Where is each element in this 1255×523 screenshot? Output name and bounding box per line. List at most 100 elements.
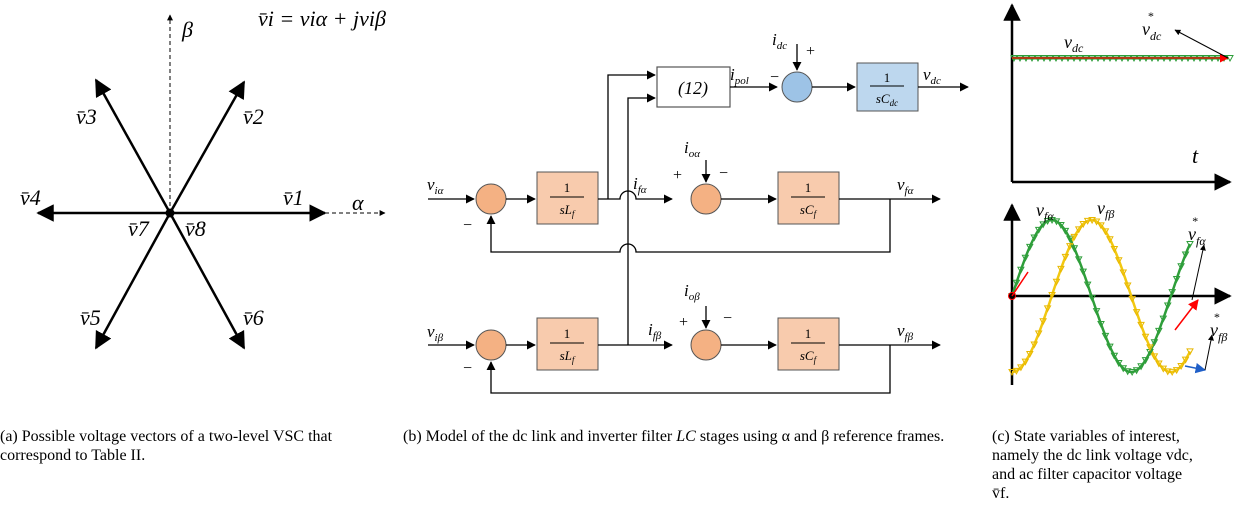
label-vibeta: viβ <box>427 322 444 344</box>
sum-junction-beta-1 <box>475 329 507 361</box>
trace-marker <box>1110 246 1119 254</box>
sign-minus-beta-2: − <box>723 310 732 327</box>
label-vfbeta-ref: vfβ* <box>1210 310 1227 344</box>
trace-marker <box>1168 289 1177 297</box>
trace-marker <box>1114 257 1123 265</box>
label-vfalpha: vfα <box>897 175 914 197</box>
label-vfbeta-trace: vfβ <box>1097 198 1114 221</box>
trace-marker <box>1083 217 1092 225</box>
trace-marker <box>1172 275 1181 283</box>
vector-label-v7: v̄7 <box>128 216 150 241</box>
vector-v2-arrow <box>168 80 246 214</box>
caption-c-line1: (c) State variables of interest, <box>992 428 1180 445</box>
trace-marker <box>1128 368 1136 376</box>
beta-axis-label: β <box>181 17 193 42</box>
trace-marker <box>1168 368 1177 376</box>
wire-beta-feedback <box>486 345 891 394</box>
label-ioalpha: ioα <box>684 138 700 160</box>
sum-junction-alpha-1 <box>475 183 507 215</box>
vector-label-v5: v̄5 <box>80 305 101 330</box>
trace-marker <box>1114 360 1123 368</box>
caption-b-part1: (b) Model of the dc link and inverter fi… <box>403 428 677 445</box>
trace-marker <box>1097 222 1105 230</box>
trace-marker <box>1079 268 1088 276</box>
trace-marker <box>1057 221 1065 230</box>
trace-marker <box>1066 235 1074 243</box>
vfbeta-ref-pointer <box>1204 334 1214 371</box>
sum-junction-alpha-2 <box>690 183 722 215</box>
trace-marker <box>1132 309 1141 317</box>
trace-marker <box>1132 367 1141 375</box>
tf-cf-beta-numerator: 1 <box>805 326 812 341</box>
caption-b-part2: stages using α and β reference frames. <box>695 428 945 445</box>
sign-minus-alpha-1: − <box>463 217 472 234</box>
sum-junction-dc <box>781 71 813 103</box>
trace-marker <box>1034 330 1043 338</box>
trace-marker <box>1030 234 1039 242</box>
trace-marker <box>1070 245 1079 253</box>
trace-marker <box>1070 233 1079 241</box>
vector-label-v4: v̄4 <box>20 185 41 210</box>
trace-marker <box>1177 362 1185 370</box>
trace-marker <box>1048 217 1056 225</box>
trace-marker <box>1025 243 1034 251</box>
caption-a: (a) Possible voltage vectors of a two-le… <box>0 428 333 464</box>
trace-marker <box>1043 305 1052 313</box>
vfalpha-ref-start <box>1011 271 1029 297</box>
trace-marker <box>1057 265 1065 273</box>
caption-c: (c) State variables of interest, namely … <box>992 427 1254 503</box>
caption-b-lc: LC <box>676 428 696 445</box>
sign-plus-beta: + <box>679 314 688 331</box>
trace-marker <box>1181 356 1190 364</box>
trace-marker <box>1061 253 1070 261</box>
trace-marker <box>1088 294 1096 302</box>
label-ifbeta: ifβ <box>648 320 662 342</box>
wire-alpha-feedback <box>486 199 891 253</box>
caption-c-line3: and ac filter capacitor voltage <box>992 466 1183 483</box>
trace-marker <box>1043 218 1052 226</box>
trace-marker <box>1021 254 1030 262</box>
tf-lf-beta-numerator: 1 <box>564 326 571 341</box>
trace-marker <box>1146 344 1154 352</box>
trace-marker <box>1012 279 1021 287</box>
trace-marker <box>1177 263 1185 271</box>
trace-marker <box>1137 321 1145 329</box>
trace-marker <box>1048 292 1056 300</box>
label-idc: idc <box>772 30 787 52</box>
trace-marker <box>1163 302 1172 310</box>
trace-marker <box>1155 360 1163 368</box>
label-ifalpha: ifα <box>633 174 647 196</box>
voltage-vector-equation: v̄i = viα + jviβ <box>258 6 386 31</box>
tf-cf-beta-denominator: sCf <box>800 348 818 365</box>
sign-plus-alpha: + <box>673 167 682 184</box>
trace-marker <box>1123 368 1132 376</box>
trace-marker <box>1092 218 1101 226</box>
vfbeta-trace <box>1012 218 1192 374</box>
block-12-label: (12) <box>678 78 708 99</box>
trace-marker <box>1039 318 1047 326</box>
trace-marker <box>1137 363 1145 371</box>
trace-marker <box>1017 364 1025 372</box>
label-iobeta: ioβ <box>684 281 700 303</box>
trace-marker <box>1101 332 1110 340</box>
vector-label-v1: v̄1 <box>283 185 304 210</box>
label-vdc-out: vdc <box>923 65 941 87</box>
alpha-axis-label: α <box>352 190 364 215</box>
label-vdc-trace: vdc <box>1064 32 1084 55</box>
trace-marker <box>1083 281 1092 289</box>
sign-minus-beta-1: − <box>463 360 472 377</box>
trace-marker <box>1074 226 1083 234</box>
vector-v5-arrow <box>94 212 172 350</box>
trace-marker <box>1181 251 1190 259</box>
trace-marker <box>1052 278 1061 286</box>
trace-marker <box>1163 368 1172 376</box>
trace-marker <box>1150 353 1159 361</box>
trace-marker <box>1150 339 1159 347</box>
trace-marker <box>1092 308 1101 316</box>
block-tf-cf-alpha <box>777 171 840 225</box>
trace-marker <box>1088 217 1096 225</box>
block-tf-dc <box>856 62 919 112</box>
trace-marker <box>1128 295 1136 303</box>
top-axis-t-label: t <box>1192 143 1199 168</box>
